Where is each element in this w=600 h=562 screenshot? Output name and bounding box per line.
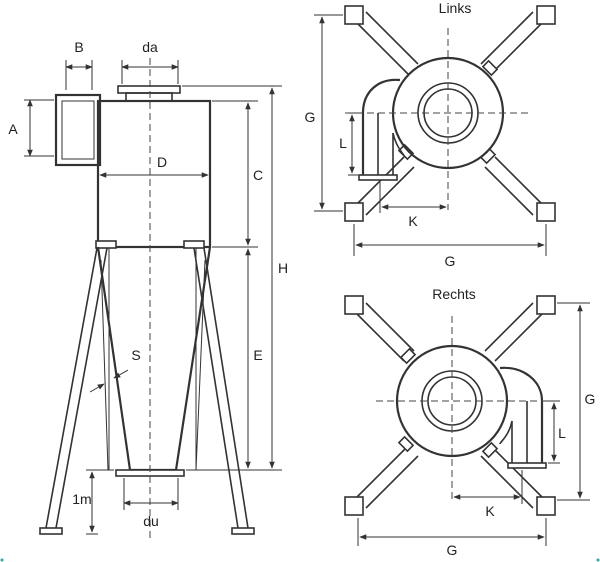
dim-label-K-rechts: K [485,503,495,519]
cylinder-body [96,99,212,249]
dim-label-L-links: L [339,135,347,151]
view-title-links: Links [439,0,472,16]
dim-label-K-links: K [408,213,418,229]
top-view-rechts: Rechts G [344,286,596,558]
leg-right [193,247,249,529]
foot-plates-rechts [344,295,556,516]
dim-label-B: B [74,39,83,55]
dim-label-H: H [278,260,288,276]
cone-body [96,246,212,472]
corner-dot-right [596,558,600,562]
dim-label-du: du [143,513,159,529]
side-view: B da A D C E H S 1m [8,39,288,540]
cyclone-outer-ring-rechts [395,344,509,458]
inlet-duct [54,93,102,167]
inlet-scroll-rechts [499,366,544,463]
dim-label-A: A [8,121,18,137]
corner-dot-left [0,558,4,562]
dim-label-S: S [131,347,140,363]
dim-label-G-links-vertical: G [305,109,316,125]
dim-label-G-rechts-vertical: G [585,391,596,407]
dim-label-1m: 1m [72,491,91,507]
inlet-scroll [361,78,401,175]
dim-label-C: C [253,167,263,183]
dim-label-L-rechts: L [558,425,566,441]
dim-label-G-rechts-horizontal: G [447,542,458,558]
top-view-links: Links G [305,0,556,269]
leg-left [45,247,108,529]
dim-label-G-links-horizontal: G [445,253,456,269]
view-title-rechts: Rechts [432,286,476,302]
dim-label-da: da [142,39,158,55]
dim-label-E: E [253,347,262,363]
dim-label-D: D [157,154,167,170]
outlet-pipe [117,85,181,94]
foot-plates [344,5,556,222]
